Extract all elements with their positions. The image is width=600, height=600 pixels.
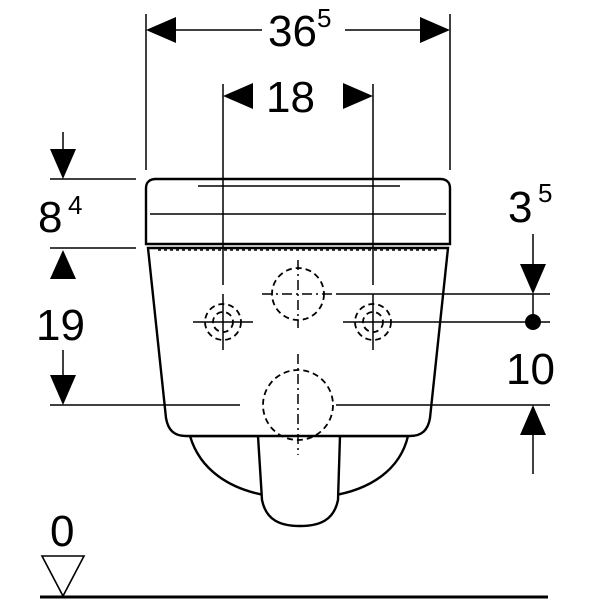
lower-height-dimension [50, 250, 76, 405]
upper-offset-dimension [520, 234, 546, 330]
mid-offset-dimension [520, 405, 546, 474]
lower-height-label: 19 [36, 301, 85, 350]
upper-center-hole [262, 260, 334, 328]
floor-level-marker [40, 555, 548, 599]
left-bolt-hole [193, 294, 253, 350]
siphon-outline [256, 435, 342, 528]
toilet-body-outline [146, 246, 450, 438]
floor-level-label: 0 [50, 507, 74, 556]
inner-spacing-label: 18 [266, 73, 315, 122]
right-bolt-hole [343, 294, 403, 350]
seat-height-superscript: 4 [68, 190, 82, 220]
mid-offset-label: 10 [506, 345, 555, 394]
overall-width-dimension [146, 17, 450, 43]
seat-height-label: 8 [38, 193, 62, 242]
inner-spacing-dimension [223, 83, 373, 109]
drain-hole [262, 354, 334, 455]
seat-lid-outline [144, 177, 452, 246]
seat-height-dimension [50, 132, 76, 179]
upper-offset-label: 3 [508, 183, 532, 232]
overall-width-label: 36 [268, 7, 317, 56]
upper-offset-superscript: 5 [538, 178, 552, 208]
overall-width-superscript: 5 [317, 3, 331, 33]
